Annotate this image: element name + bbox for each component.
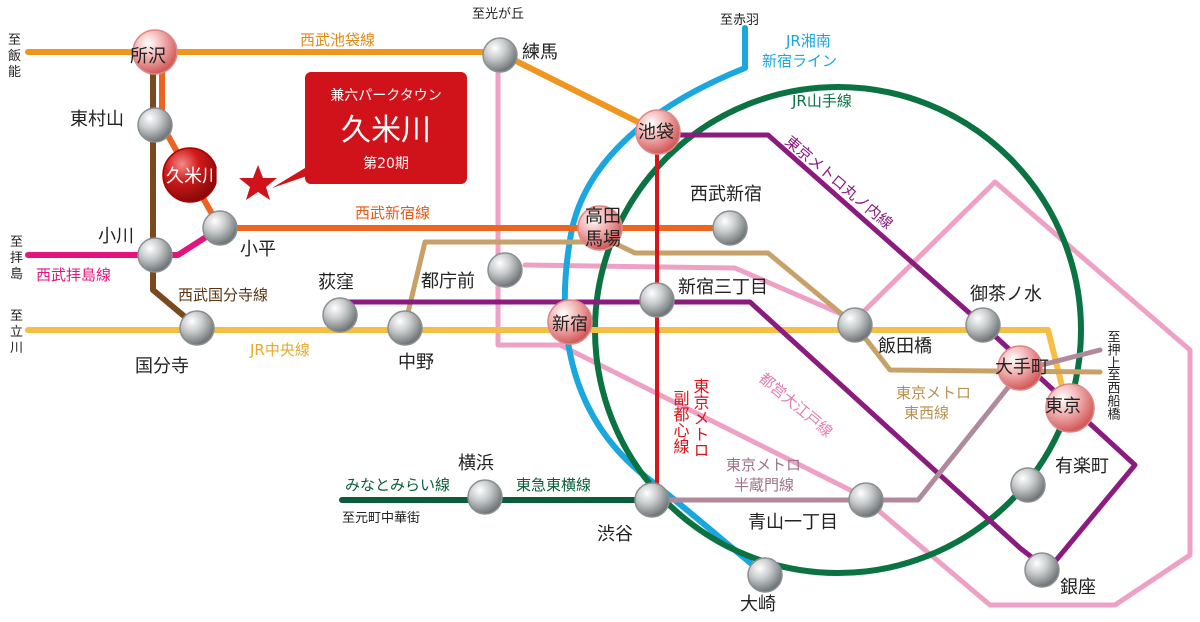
label-oedo-line: 都営大江戸線 xyxy=(755,369,836,441)
label-ogikubo: 荻窪 xyxy=(318,272,354,293)
station-iidabashi xyxy=(837,307,873,343)
property-callout: 兼六パークタウン 久米川 第20期 xyxy=(272,72,467,188)
station-kodaira xyxy=(202,210,238,246)
label-hanzomon-2: 半蔵門線 xyxy=(734,476,794,494)
label-shonan-2: 新宿ライン xyxy=(762,52,837,70)
station-ginza xyxy=(1024,552,1060,588)
station-nakano xyxy=(387,310,423,346)
label-nerima: 練馬 xyxy=(522,42,558,63)
station-shinjuku xyxy=(547,299,593,345)
dest-hikarigaoka: 至光が丘 xyxy=(472,7,524,22)
label-seibu-haijima-line: 西武拝島線 xyxy=(36,266,111,284)
label-shinjukusanchome: 新宿三丁目 xyxy=(678,277,768,298)
station-tokyo xyxy=(1045,383,1095,433)
jr-chuo-line xyxy=(25,327,1068,401)
dest-hanno-2: 飯 xyxy=(8,49,21,64)
station-yokohama xyxy=(467,479,503,515)
station-nerima xyxy=(482,37,518,73)
label-ginza: 銀座 xyxy=(1060,577,1096,598)
station-shibuya xyxy=(634,482,670,518)
station-seibushinjuku xyxy=(712,210,748,246)
label-fukutoshin-a: 副都心線 xyxy=(671,390,690,454)
dest-tachikawa-3: 川 xyxy=(10,341,23,356)
station-yurakucho xyxy=(1010,467,1046,503)
dest-hanno-3: 能 xyxy=(8,65,21,80)
station-tokorozawa xyxy=(132,29,178,75)
station-kokubunji xyxy=(179,310,215,346)
tozai-line xyxy=(402,239,1103,375)
station-aoyamaitchome xyxy=(848,482,884,518)
label-yurakucho: 有楽町 xyxy=(1055,456,1109,477)
label-takadanobaba-2: 馬場 xyxy=(585,229,621,250)
label-jr-chuo-line: JR中央線 xyxy=(249,341,310,359)
label-tozai-1: 東京メトロ xyxy=(896,384,971,402)
label-shibuya: 渋谷 xyxy=(597,524,633,545)
station-tochomae xyxy=(487,252,523,288)
station-otemachi xyxy=(997,345,1043,391)
station-higashimurayama xyxy=(137,107,173,143)
label-yokohama: 横浜 xyxy=(458,453,494,474)
callout-line2: 久米川 xyxy=(341,113,431,148)
label-shinjuku: 新宿 xyxy=(552,314,588,335)
label-yamanote-line: JR山手線 xyxy=(791,92,852,110)
dest-hanno-1: 至 xyxy=(8,33,21,48)
dest-tachikawa-1: 至 xyxy=(10,309,23,324)
station-ogikubo xyxy=(322,297,358,333)
label-iidabashi: 飯田橋 xyxy=(878,336,932,357)
station-ogawa xyxy=(137,237,173,273)
label-higashimurayama: 東村山 xyxy=(70,109,124,130)
callout-line3: 第20期 xyxy=(363,155,409,172)
label-seibu-ikebukuro-line: 西武池袋線 xyxy=(300,31,375,49)
label-osaki: 大崎 xyxy=(740,594,776,615)
label-shonan-1: JR湘南 xyxy=(785,32,831,50)
label-nakano: 中野 xyxy=(398,352,434,373)
label-tozai-2: 東西線 xyxy=(904,404,949,422)
dest-tachikawa-2: 立 xyxy=(10,325,23,340)
star-icon xyxy=(239,165,277,200)
dest-haijima-2: 拝 xyxy=(10,251,23,266)
station-osaki xyxy=(747,557,783,593)
hanzomon-line xyxy=(647,347,1103,503)
label-otemachi: 大手町 xyxy=(995,357,1049,378)
label-aoyamaitchome: 青山一丁目 xyxy=(748,512,838,533)
label-tokorozawa: 所沢 xyxy=(130,46,166,67)
label-toyoko-line: 東急東横線 xyxy=(516,476,591,494)
dest-oshiage: 至押上 xyxy=(1105,330,1121,369)
station-kumegawa xyxy=(162,147,218,203)
station-shinjukusanchome xyxy=(639,282,675,318)
label-seibu-shinjuku-line: 西武新宿線 xyxy=(355,204,430,222)
callout-line1: 兼六パークタウン xyxy=(330,88,441,104)
label-takadanobaba-1: 高田 xyxy=(585,206,621,227)
label-fukutoshin-line: 副都心線 東京メトロ xyxy=(671,378,710,458)
label-kumegawa: 久米川 xyxy=(166,166,220,187)
station-ochanomizu xyxy=(965,307,1001,343)
label-marunouchi-line: 東京メトロ丸ノ内線 xyxy=(781,132,896,233)
dest-haijima-3: 島 xyxy=(10,267,23,282)
station-takadanobaba xyxy=(577,205,623,251)
label-minatomirai-line: みなとみらい線 xyxy=(345,476,450,494)
dest-akabane: 至赤羽 xyxy=(720,13,759,28)
label-kokubunji: 国分寺 xyxy=(135,356,189,377)
label-fukutoshin-b: 東京メトロ xyxy=(691,378,710,458)
stations-layer xyxy=(132,29,1095,593)
dest-haijima-1: 至 xyxy=(10,235,23,250)
label-seibu-kokubunji-line: 西武国分寺線 xyxy=(178,286,268,304)
label-hanzomon-1: 東京メトロ xyxy=(726,456,801,474)
label-ikebukuro: 池袋 xyxy=(638,122,674,143)
dest-motomachi: 至元町中華街 xyxy=(342,511,420,526)
label-seibushinjuku: 西武新宿 xyxy=(690,184,762,205)
label-tokyo: 東京 xyxy=(1045,396,1081,417)
label-ochanomizu: 御茶ノ水 xyxy=(970,284,1042,305)
label-tochomae: 都庁前 xyxy=(421,271,475,292)
label-kodaira: 小平 xyxy=(240,239,276,260)
marunouchi-line xyxy=(337,132,1138,573)
label-ogawa: 小川 xyxy=(98,226,134,247)
dest-nishifunabashi: 至西船橋 xyxy=(1105,368,1121,421)
station-ikebukuro xyxy=(635,109,681,155)
